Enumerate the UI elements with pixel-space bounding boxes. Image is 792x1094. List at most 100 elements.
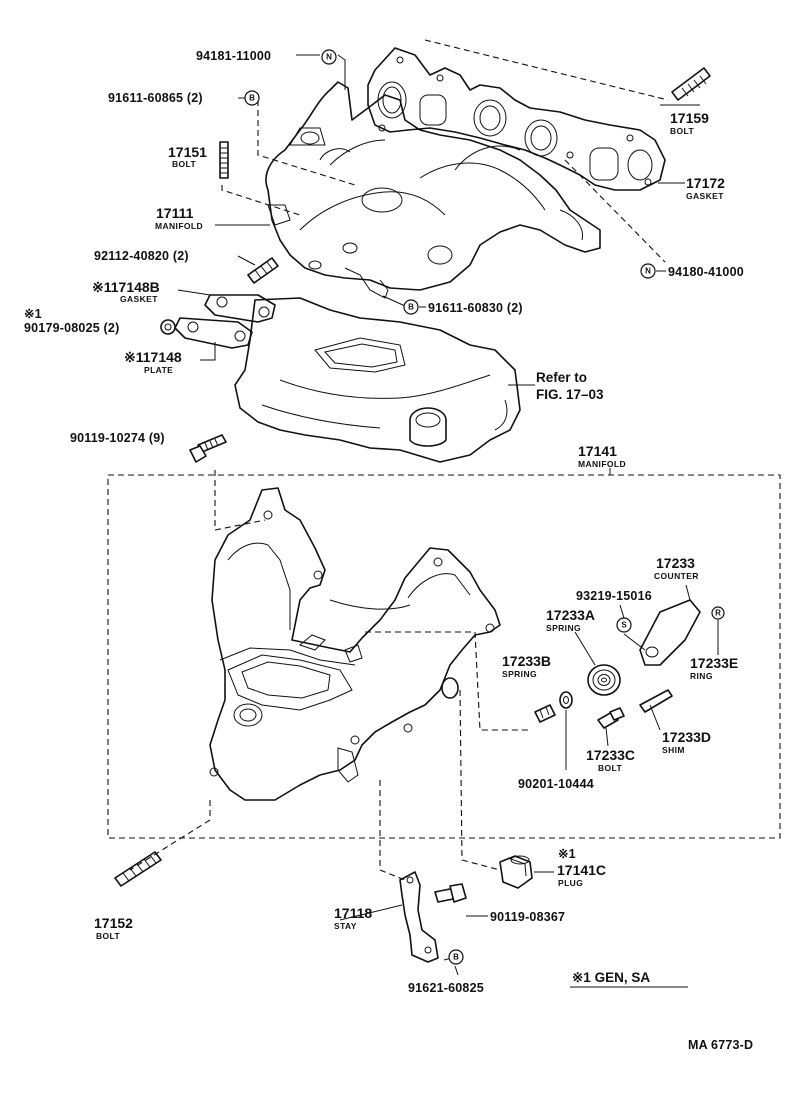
heat-insulator bbox=[234, 297, 521, 463]
stay-17118 bbox=[399, 871, 439, 963]
label-17141-sub: MANIFOLD bbox=[578, 459, 626, 469]
label-17151: 17151 bbox=[168, 144, 207, 160]
label-17233b: 17233B bbox=[502, 653, 551, 669]
leader-17233a bbox=[574, 631, 596, 666]
label-94181-11000: 94181-11000 bbox=[196, 49, 271, 63]
leader-93219-b bbox=[619, 604, 625, 619]
label-17148b-sub: GASKET bbox=[120, 294, 158, 304]
label-fig-17-03: FIG. 17–03 bbox=[536, 387, 604, 402]
label-93219-15016: 93219-15016 bbox=[576, 589, 652, 603]
label-17172-sub: GASKET bbox=[686, 191, 724, 201]
label-90179-star: ※1 bbox=[24, 307, 42, 321]
label-17233: 17233 bbox=[656, 555, 695, 571]
leader-17118 bbox=[379, 780, 406, 881]
mark-s-93219: S bbox=[616, 617, 632, 633]
leader-91611-865 bbox=[257, 100, 356, 186]
label-90179-08025: 90179-08025 (2) bbox=[24, 321, 119, 335]
label-17118-sub: STAY bbox=[334, 921, 357, 931]
leader-91611-830 bbox=[382, 295, 406, 307]
label-17233e: 17233E bbox=[690, 655, 738, 671]
leader-17233b bbox=[365, 631, 530, 731]
leader-17151 bbox=[221, 185, 301, 216]
gasket-17148b bbox=[204, 294, 276, 323]
label-17233d: 17233D bbox=[662, 729, 711, 745]
label-17233a-sub: SPRING bbox=[546, 623, 581, 633]
leader-90119-10274 bbox=[214, 470, 266, 531]
label-refer-to: Refer to bbox=[536, 370, 587, 385]
plate-17148 bbox=[174, 317, 253, 349]
label-17152: 17152 bbox=[94, 915, 133, 931]
label-92112-40820: 92112-40820 (2) bbox=[94, 249, 189, 263]
svg-text:S: S bbox=[621, 621, 627, 630]
bolt-90119-08367 bbox=[434, 883, 467, 903]
label-91621-60825: 91621-60825 bbox=[408, 981, 484, 995]
leader-17233 bbox=[685, 584, 691, 601]
leader-93219 bbox=[623, 633, 646, 651]
stud-92112 bbox=[247, 257, 279, 284]
label-17152-sub: BOLT bbox=[96, 931, 121, 941]
leader-17233d bbox=[649, 704, 661, 731]
label-17159-sub: BOLT bbox=[670, 126, 695, 136]
svg-text:B: B bbox=[453, 953, 459, 962]
label-17151-sub: BOLT bbox=[172, 159, 197, 169]
label-17172: 17172 bbox=[686, 175, 725, 191]
stud-bolt-17159 bbox=[671, 67, 711, 101]
leader-92112 bbox=[237, 255, 256, 266]
leader-94181-b bbox=[337, 54, 346, 90]
shim-17233d bbox=[639, 689, 673, 713]
label-17233a: 17233A bbox=[546, 607, 595, 623]
mark-b-91611-865: B bbox=[244, 90, 260, 106]
leader-94180 bbox=[564, 159, 666, 263]
washer-90201 bbox=[559, 691, 573, 709]
bolt-17233c bbox=[597, 707, 625, 729]
label-17141c-sub: PLUG bbox=[558, 878, 583, 888]
mark-r-17233e: R bbox=[711, 606, 725, 620]
label-17159: 17159 bbox=[670, 110, 709, 126]
label-90119-08367: 90119-08367 bbox=[490, 910, 565, 924]
label-91611-60865: 91611-60865 (2) bbox=[108, 91, 203, 105]
gasket-17172 bbox=[367, 47, 666, 191]
leader-17233c bbox=[605, 727, 609, 747]
label-17233d-sub: SHIM bbox=[662, 745, 685, 755]
leader-17159 bbox=[424, 39, 669, 101]
diagram-code: MA 6773-D bbox=[688, 1038, 753, 1052]
nut-90179 bbox=[160, 319, 176, 335]
label-17141c-star: ※1 bbox=[558, 847, 576, 861]
bolt-17151 bbox=[219, 141, 229, 179]
spring-17233b bbox=[534, 704, 556, 723]
label-17141c: 17141C bbox=[557, 862, 606, 878]
label-17233e-sub: RING bbox=[690, 671, 713, 681]
label-17148b: ※117148B bbox=[92, 279, 160, 295]
label-17233c-sub: BOLT bbox=[598, 763, 623, 773]
label-17118: 17118 bbox=[334, 905, 372, 921]
assembly-box-17141 bbox=[107, 474, 781, 839]
label-17111: 17111 bbox=[156, 205, 194, 221]
label-90119-10274: 90119-10274 (9) bbox=[70, 431, 165, 445]
svg-text:R: R bbox=[715, 609, 721, 618]
counter-17233 bbox=[639, 599, 701, 666]
label-17141: 17141 bbox=[578, 443, 617, 459]
svg-text:N: N bbox=[326, 53, 332, 62]
label-17233-sub: COUNTER bbox=[654, 571, 699, 581]
mark-n-94181: N bbox=[321, 49, 337, 65]
leader-91621-b bbox=[454, 965, 459, 976]
label-90201-10444: 90201-10444 bbox=[518, 777, 594, 791]
spring-17233a bbox=[587, 664, 621, 696]
mark-n-94180: N bbox=[640, 263, 656, 279]
bolt-90119-10274 bbox=[189, 434, 227, 463]
leader-17141c bbox=[459, 689, 501, 871]
exhaust-manifold-17111 bbox=[265, 81, 601, 299]
label-17148-sub: PLATE bbox=[144, 365, 173, 375]
leader-17148 bbox=[200, 342, 216, 361]
mark-b-91611-830: B bbox=[403, 299, 419, 315]
intake-manifold-17141 bbox=[209, 487, 501, 801]
label-17111-sub: MANIFOLD bbox=[155, 221, 203, 231]
svg-text:B: B bbox=[249, 94, 255, 103]
label-17233b-sub: SPRING bbox=[502, 669, 537, 679]
leader-17148b bbox=[177, 289, 211, 296]
label-17233c: 17233C bbox=[586, 747, 635, 763]
legend-gen-sa: ※1 GEN, SA bbox=[572, 970, 650, 985]
mark-b-91621: B bbox=[448, 949, 464, 965]
label-17148: ※117148 bbox=[124, 349, 182, 365]
